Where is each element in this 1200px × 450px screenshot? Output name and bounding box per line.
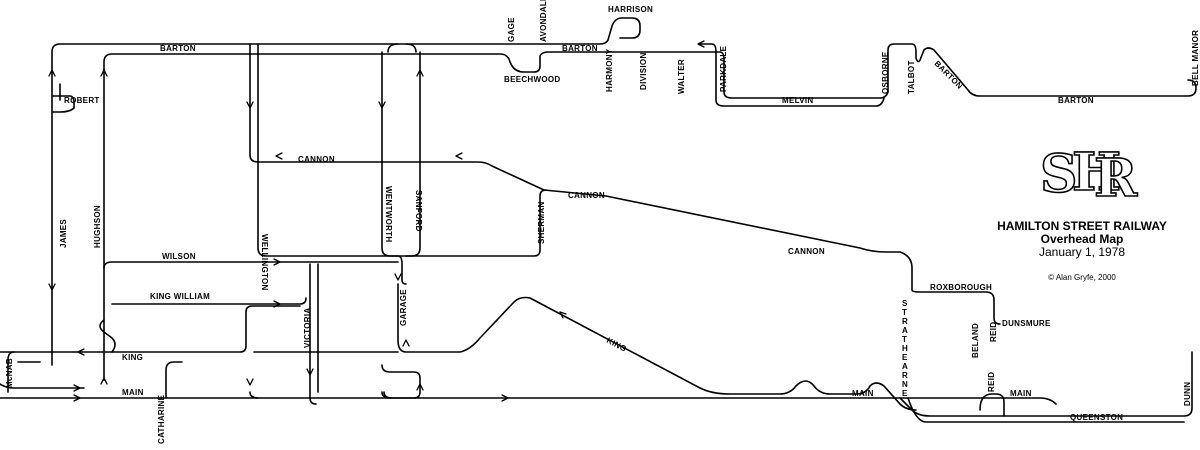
label-osborne: OSBORNE xyxy=(881,51,890,94)
garage-wire xyxy=(387,43,917,411)
king-wire-loop xyxy=(99,319,116,353)
label-barton-w: BARTON xyxy=(160,44,196,53)
label-james: JAMES xyxy=(59,219,68,248)
wentworth-wire xyxy=(381,51,421,285)
arrow-garage-n xyxy=(394,273,402,281)
map-credit: © Alan Gryfe, 2000 xyxy=(1048,273,1116,282)
label-walter: WALTER xyxy=(677,59,686,94)
arrow-wellington-s xyxy=(246,101,254,109)
hsr-logo: S H R xyxy=(1039,141,1139,210)
label-hughson: HUGHSON xyxy=(93,205,102,248)
label-barton-c: BARTON xyxy=(562,44,598,53)
arrow-garage-s xyxy=(402,339,410,347)
main-wire xyxy=(0,397,1057,405)
label-catharine: CATHARINE xyxy=(157,394,166,444)
map-date: January 1, 1978 xyxy=(1039,245,1125,259)
arrow-cannon-w xyxy=(275,152,283,160)
label-mcnab: McNAB xyxy=(5,358,14,388)
label-king-e: KING xyxy=(605,336,628,354)
map-title: HAMILTON STREET RAILWAY xyxy=(997,219,1167,233)
label-main-w: MAIN xyxy=(122,388,144,397)
label-sherman: SHERMAN xyxy=(537,201,546,244)
arrow-james-s xyxy=(48,283,56,291)
queenston-wire xyxy=(899,351,1193,423)
label-wilson: WILSON xyxy=(162,252,196,261)
label-victoria: VICTORIA xyxy=(303,308,312,348)
label-barton-e: BARTON xyxy=(1058,96,1094,105)
label-dunn: DUNN xyxy=(1183,382,1192,406)
logo-letter-h: H xyxy=(1072,142,1121,203)
arrow-king-w xyxy=(77,348,85,356)
label-beechwood: BEECHWOOD xyxy=(504,75,560,84)
label-dunsmure: DUNSMURE xyxy=(1002,319,1051,328)
arrow-barton-w xyxy=(48,69,56,77)
label-gage: GAGE xyxy=(507,17,516,42)
label-parkdale: PARKDALE xyxy=(719,45,728,92)
label-reid-s: REID xyxy=(987,372,996,392)
main-wire-west xyxy=(0,351,85,393)
barton-wire-inner xyxy=(103,43,1197,381)
wellington-wire-2 xyxy=(257,43,547,257)
label-barton-ne: BARTON xyxy=(933,59,965,91)
arrow-king-nw xyxy=(559,311,567,319)
label-main-far: MAIN xyxy=(1010,389,1032,398)
wentworth-loop-low xyxy=(381,364,421,399)
label-wellington: WELLINGTON xyxy=(260,234,269,291)
overhead-wires xyxy=(0,17,1197,423)
catharine-wire xyxy=(165,361,183,399)
label-avondale: AVONDALE xyxy=(539,0,548,42)
label-sanford: SANFORD xyxy=(414,190,423,232)
label-talbot: TALBOT xyxy=(907,60,916,94)
arrow-main-e xyxy=(73,394,81,402)
arrow-wellington-s2 xyxy=(246,378,254,386)
label-king-william: KING WILLIAM xyxy=(150,292,210,301)
street-labels: BARTON BARTON BARTON BARTON ROBERT MELVI… xyxy=(5,0,1200,444)
arrow-wilson-e xyxy=(273,258,281,266)
arrow-sanford-n xyxy=(416,69,424,77)
label-garage: GARAGE xyxy=(399,289,408,326)
reid-main-wire xyxy=(979,393,1005,417)
label-cannon-e: CANNON xyxy=(788,247,825,256)
king-wire xyxy=(0,305,399,353)
label-queenston: QUEENSTON xyxy=(1070,413,1123,422)
barton-wire-outer xyxy=(59,43,885,107)
label-division: DIVISION xyxy=(639,52,648,90)
label-main-e: MAIN xyxy=(852,389,874,398)
logo-letter-r: R xyxy=(1094,148,1138,209)
label-melvin: MELVIN xyxy=(782,96,813,105)
label-cannon-w: CANNON xyxy=(298,155,335,164)
label-king-w: KING xyxy=(122,353,143,362)
robert-wire xyxy=(51,95,75,113)
map-title-block: HAMILTON STREET RAILWAY Overhead Map Jan… xyxy=(997,219,1167,282)
arrow-barton-e xyxy=(697,40,705,48)
arrow-wentworth-s xyxy=(378,101,386,109)
label-beland: BELAND xyxy=(971,323,980,358)
main-east-wire xyxy=(249,391,391,399)
arrow-main-e2 xyxy=(73,384,81,392)
arrow-hughson-n xyxy=(100,69,108,77)
direction-arrows xyxy=(48,40,705,402)
arrow-wentworth-low xyxy=(416,383,424,391)
label-cannon-c: CANNON xyxy=(568,191,605,200)
arrow-cannon-w2 xyxy=(455,152,463,160)
label-harmony: HARMONY xyxy=(605,48,614,92)
arrow-victoria-s xyxy=(306,368,314,376)
label-harrison: HARRISON xyxy=(608,5,653,14)
logo-letter-s: S xyxy=(1040,144,1078,205)
wellington-wire xyxy=(249,43,1001,325)
label-wentworth: WENTWORTH xyxy=(384,186,393,242)
label-robert: ROBERT xyxy=(64,96,100,105)
label-reid-n: REID xyxy=(989,322,998,342)
arrow-main-e3 xyxy=(501,394,509,402)
arrow-kingwm-e xyxy=(273,300,281,308)
map-subtitle: Overhead Map xyxy=(1041,232,1124,246)
king-william-wire xyxy=(111,297,307,305)
label-roxborough: ROXBOROUGH xyxy=(930,283,992,292)
barton-wire-west xyxy=(51,17,641,366)
wilson-wire xyxy=(103,261,399,269)
arrow-hughson-n2 xyxy=(100,377,108,385)
label-bell-manor: BELL MANOR xyxy=(1191,30,1200,86)
